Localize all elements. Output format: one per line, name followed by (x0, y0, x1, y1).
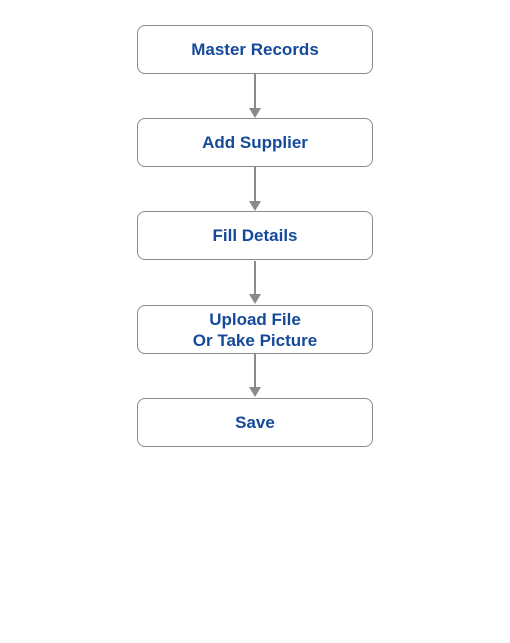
connector-line (254, 261, 256, 295)
connector-line (254, 167, 256, 202)
step-label: Fill Details (212, 226, 298, 245)
step-label: Save (235, 413, 275, 432)
arrow-down-icon (249, 201, 261, 211)
step-upload-file: Upload File Or Take Picture (137, 305, 373, 354)
step-label: Upload File Or Take Picture (192, 309, 318, 350)
step-save: Save (137, 398, 373, 447)
arrow-down-icon (249, 294, 261, 304)
step-fill-details: Fill Details (137, 211, 373, 260)
arrow-down-icon (249, 387, 261, 397)
step-label: Add Supplier (202, 133, 308, 152)
step-add-supplier: Add Supplier (137, 118, 373, 167)
step-label: Master Records (191, 40, 319, 59)
step-master-records: Master Records (137, 25, 373, 74)
connector-line (254, 354, 256, 388)
connector-line (254, 74, 256, 109)
arrow-down-icon (249, 108, 261, 118)
